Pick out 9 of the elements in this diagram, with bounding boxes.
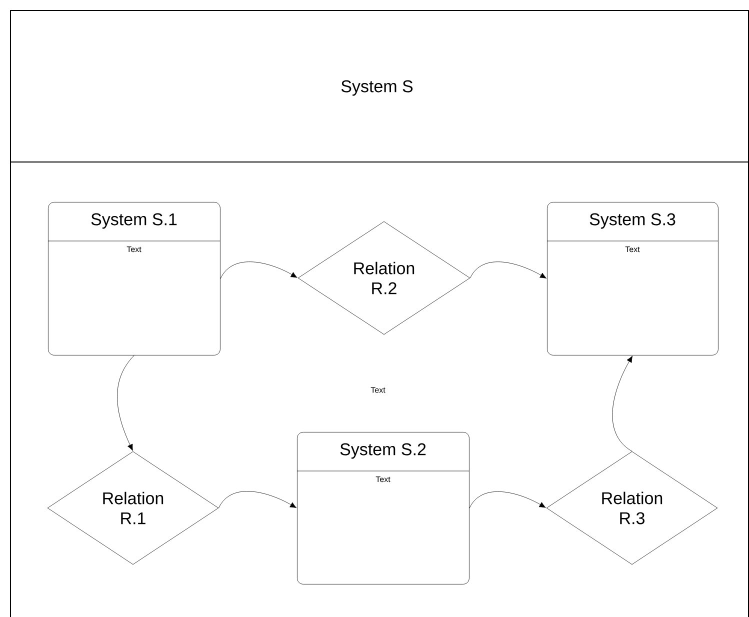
- system-box: System S.1 Text: [48, 202, 220, 356]
- curved-arrow: [612, 356, 633, 452]
- curved-arrow: [470, 262, 547, 279]
- curved-arrow: [117, 355, 134, 451]
- curved-arrow: [469, 492, 546, 508]
- system-box: System S.3 Text: [546, 202, 718, 356]
- curved-arrow: [218, 491, 297, 508]
- system-box: System S.2 Text: [296, 432, 470, 584]
- curved-arrow: [220, 262, 298, 279]
